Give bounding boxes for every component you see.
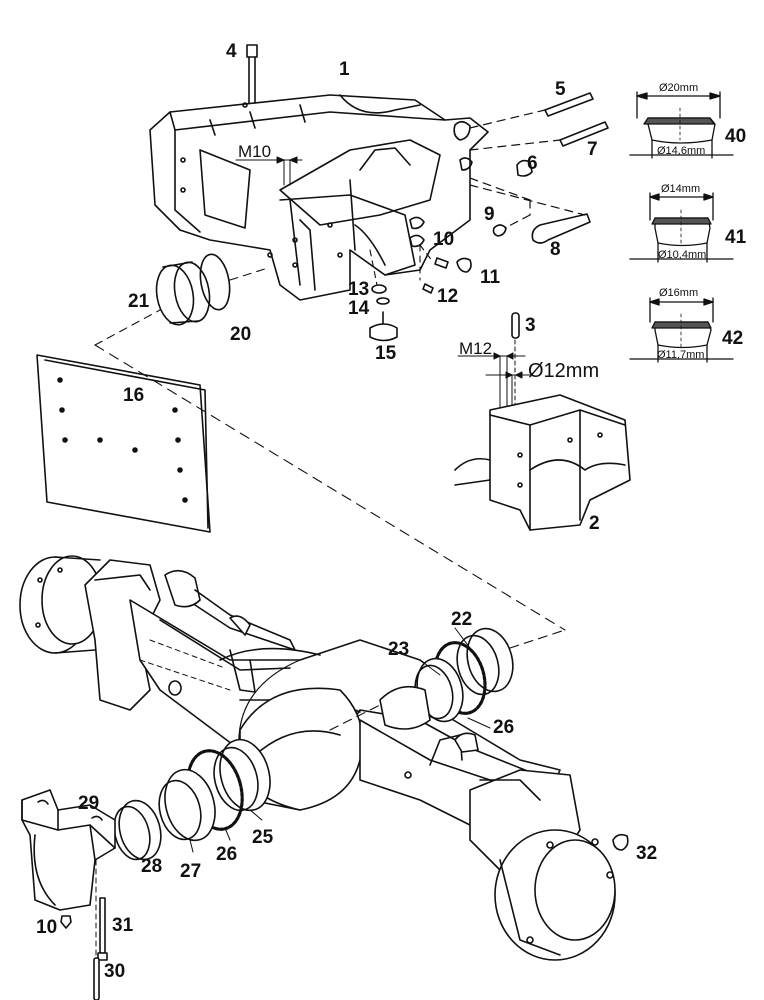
m10-dimension-lines [235, 156, 303, 186]
callout-26-upper[interactable]: 26 [493, 717, 515, 738]
dimension-plug40-outer: Ø20mm [659, 82, 699, 94]
bracket-2 [454, 394, 631, 531]
front-axle-housing [19, 555, 616, 961]
callout-21[interactable]: 21 [128, 291, 150, 312]
callout-30[interactable]: 30 [104, 961, 126, 982]
callout-3[interactable]: 3 [525, 315, 536, 336]
callout-25[interactable]: 25 [252, 827, 274, 848]
callout-41[interactable]: 41 [725, 227, 747, 248]
bearing-stack-right [379, 627, 514, 730]
callout-26-lower[interactable]: 26 [216, 844, 238, 865]
plug-sections [629, 91, 734, 363]
callout-13[interactable]: 13 [348, 279, 370, 300]
callout-14[interactable]: 14 [348, 298, 370, 319]
callout-16[interactable]: 16 [123, 385, 145, 406]
bolt-4 [246, 44, 258, 104]
callout-7[interactable]: 7 [587, 139, 598, 160]
plate-16 [36, 354, 211, 533]
callout-12[interactable]: 12 [437, 286, 459, 307]
callout-31[interactable]: 31 [112, 915, 134, 936]
small-parts-10-15 [369, 244, 472, 342]
dimension-plug40-inner: Ø14,6mm [657, 145, 706, 157]
callout-1[interactable]: 1 [339, 59, 350, 80]
dimension-plug42-outer: Ø16mm [659, 287, 699, 299]
callout-8[interactable]: 8 [550, 239, 561, 260]
dimension-m10: M10 [238, 142, 272, 161]
dimension-plug41-outer: Ø14mm [661, 183, 701, 195]
dimension-m12: M12 [459, 339, 493, 358]
callout-11[interactable]: 11 [480, 267, 501, 288]
fasteners-right [469, 92, 609, 244]
callout-27[interactable]: 27 [180, 861, 202, 882]
dimension-plug41-inner: Ø10,4mm [658, 249, 707, 261]
callout-15[interactable]: 15 [375, 343, 397, 364]
callout-22[interactable]: 22 [451, 609, 473, 630]
callout-20[interactable]: 20 [230, 324, 252, 345]
bushing-21-and-ring-20 [94, 253, 269, 346]
callout-10-lower[interactable]: 10 [36, 917, 58, 938]
leader-lines [189, 627, 491, 853]
dimension-pin-diameter: Ø12mm [528, 360, 600, 382]
guide-lines-lower [329, 629, 566, 731]
callout-6[interactable]: 6 [527, 153, 538, 174]
callout-10[interactable]: 10 [433, 229, 455, 250]
axle-support-bracket [149, 94, 489, 301]
callout-2[interactable]: 2 [589, 513, 600, 534]
callout-5[interactable]: 5 [555, 79, 566, 100]
callout-32[interactable]: 32 [636, 843, 658, 864]
callout-40[interactable]: 40 [725, 126, 747, 147]
m12-dimension-lines [457, 352, 531, 411]
callout-42[interactable]: 42 [722, 328, 744, 349]
callout-28[interactable]: 28 [141, 856, 163, 877]
callout-23[interactable]: 23 [388, 639, 410, 660]
small-parts-29-32 [60, 833, 629, 1000]
pin-3 [511, 312, 520, 411]
assembly-guide-line [94, 344, 566, 631]
callout-9[interactable]: 9 [484, 204, 495, 225]
callout-4[interactable]: 4 [226, 41, 237, 62]
dimension-plug42-inner: Ø11,7mm [657, 349, 705, 361]
callout-29[interactable]: 29 [78, 793, 100, 814]
rear-support-29 [21, 789, 116, 956]
